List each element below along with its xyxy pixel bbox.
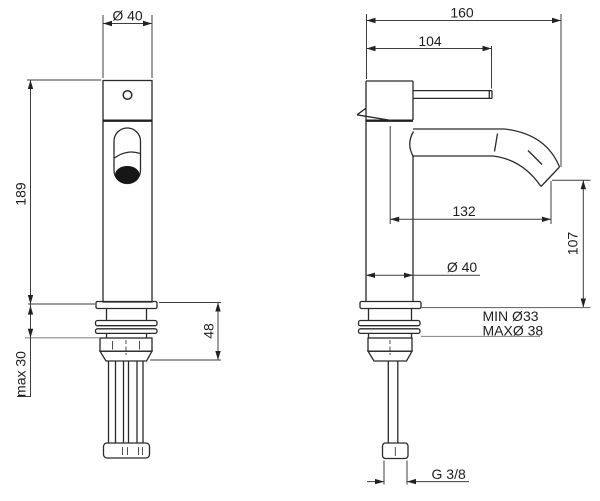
side-washer-2: [357, 328, 421, 335]
front-washer-1: [94, 319, 158, 327]
side-nut-taper: [366, 350, 414, 362]
dim-side-diameter: Ø 40: [366, 259, 480, 278]
front-spout-mouth: [115, 166, 140, 184]
front-spout-tube-arc: [114, 151, 141, 159]
dim-handle-depth: 104: [366, 33, 492, 89]
dim-shank-height-label: 48: [201, 323, 217, 339]
dim-total-depth: 160: [366, 5, 562, 167]
dim-side-diameter-label: Ø 40: [447, 259, 478, 275]
dim-body-height: 189 max 30: [13, 79, 101, 397]
front-view: Ø 40 189 max 30 48: [13, 8, 221, 459]
side-washer-1: [357, 319, 421, 327]
dim-spout-height-label: 107: [565, 232, 581, 256]
front-flange: [95, 300, 158, 310]
dim-spout-reach-label: 132: [452, 203, 476, 219]
dim-total-depth-label: 160: [450, 5, 474, 21]
front-washer-2: [94, 328, 158, 335]
front-body: [102, 79, 153, 303]
hole-size-notes: MIN Ø33 MAXØ 38: [421, 307, 591, 339]
front-indicator-dot: [122, 89, 133, 101]
dim-spout-height: 107: [552, 179, 591, 308]
dim-thread: G 3/8: [367, 460, 469, 485]
side-spout: [409, 128, 561, 187]
side-flange: [359, 300, 422, 310]
dim-thread-label: G 3/8: [432, 466, 466, 482]
dim-body-height-label: 189: [13, 182, 29, 206]
side-hose-fitting: [381, 442, 409, 460]
side-view: 160 104 132 107: [356, 5, 591, 485]
side-lever-handle: [356, 89, 493, 122]
dim-front-diameter: Ø 40: [102, 8, 153, 78]
front-supply-pipes: [107, 361, 144, 443]
dim-max-counter-label: max 30: [13, 351, 29, 397]
front-nut-taper: [98, 350, 154, 362]
front-hose-fitting: [102, 442, 151, 459]
dim-shank-height: 48: [150, 302, 221, 361]
hole-min-label: MIN Ø33: [483, 308, 539, 324]
dim-front-diameter-label: Ø 40: [112, 8, 143, 24]
dim-handle-depth-label: 104: [418, 33, 442, 49]
dim-spout-reach: 132: [389, 126, 552, 224]
hole-max-label: MAXØ 38: [483, 323, 544, 339]
